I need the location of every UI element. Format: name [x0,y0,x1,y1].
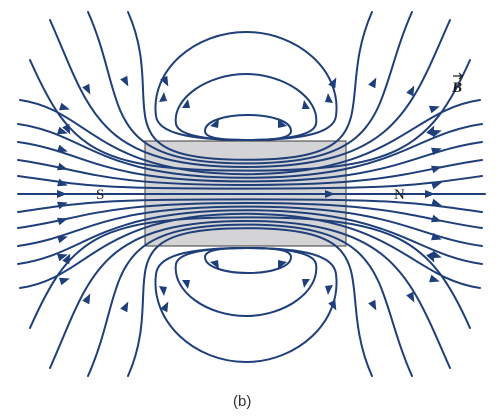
arrow-icon [120,301,129,313]
arrow-icon [325,285,333,295]
field-loop-bottom-middle [174,246,318,318]
arrow-icon [302,279,310,288]
arrow-icon [120,75,129,87]
arrow-icon [431,147,442,156]
north-pole-label: N [394,187,405,203]
arrow-icon [57,126,68,135]
arrow-icon [429,105,440,114]
arrow-icon [82,293,91,305]
field-line-top-6 [49,19,451,169]
field-loop-top-inner [203,113,293,142]
field-line-bottom-4 [19,212,481,289]
field-line-bottom-3 [17,209,483,265]
field-line-bottom-1 [17,201,483,229]
vector-arrow-icon [453,72,463,80]
arrow-icon [325,190,335,198]
arrow-icon [57,253,68,262]
field-line-top-0 [17,175,483,190]
field-loop-bottom-inner [203,246,293,275]
field-line-top-2 [17,141,483,183]
south-pole-label: S [96,187,104,203]
arrow-icon [57,190,67,198]
arrow-icon [160,301,169,313]
arrow-icon [82,83,91,95]
field-line-top-7 [87,11,413,165]
arrow-icon [57,201,68,210]
arrow-icon [431,165,442,174]
arrow-icon [302,100,310,109]
arrow-icon [59,277,70,286]
arrow-icon [406,85,415,97]
arrow-icon [429,274,440,283]
field-line-bottom-0 [17,198,483,213]
arrow-icon [368,77,377,89]
arrow-icon [57,144,68,153]
arrow-icon [182,280,190,289]
arrow-icon [182,99,190,108]
arrow-icon [406,291,415,303]
arrow-icon [431,232,442,241]
arrow-icon [159,286,167,296]
arrow-icon [57,235,68,244]
field-line-bottom-7 [87,223,413,377]
field-vector-label: B [451,72,463,96]
arrow-icon [57,217,68,226]
field-symbol: B [451,80,462,96]
field-line-bottom-2 [17,205,483,247]
arrow-icon [59,102,70,111]
arrow-icon [426,125,435,137]
arrow-icon [426,251,435,263]
arrow-icon [368,299,377,311]
arrow-icon [62,253,71,265]
arrow-icon [431,214,442,223]
field-line-top-1 [17,159,483,187]
arrow-icon [278,119,287,128]
field-loop-top-middle [174,72,318,142]
arrow-icon [159,92,167,102]
arrow-icon [210,119,219,128]
arrow-icon [431,181,442,190]
arrow-icon [325,93,333,103]
arrow-icon [57,178,68,187]
field-line-bottom-6 [49,219,451,369]
figure-caption: (b) [233,393,251,410]
arrow-icon [431,198,442,207]
field-line-bottom-8 [127,227,373,377]
field-line-top-3 [17,123,483,179]
field-loop-top-outer [154,30,338,142]
arrow-icon [425,190,435,198]
field-lines [17,11,486,377]
arrow-icon [278,260,287,269]
arrow-icon [57,162,68,171]
loop-arrows [159,92,333,296]
field-line-top-8 [127,11,373,161]
field-line-top-4 [19,99,481,176]
arrow-icon [210,260,219,269]
arrow-icon [62,123,71,135]
field-loop-bottom-outer [154,246,338,364]
field-loops [154,30,338,364]
